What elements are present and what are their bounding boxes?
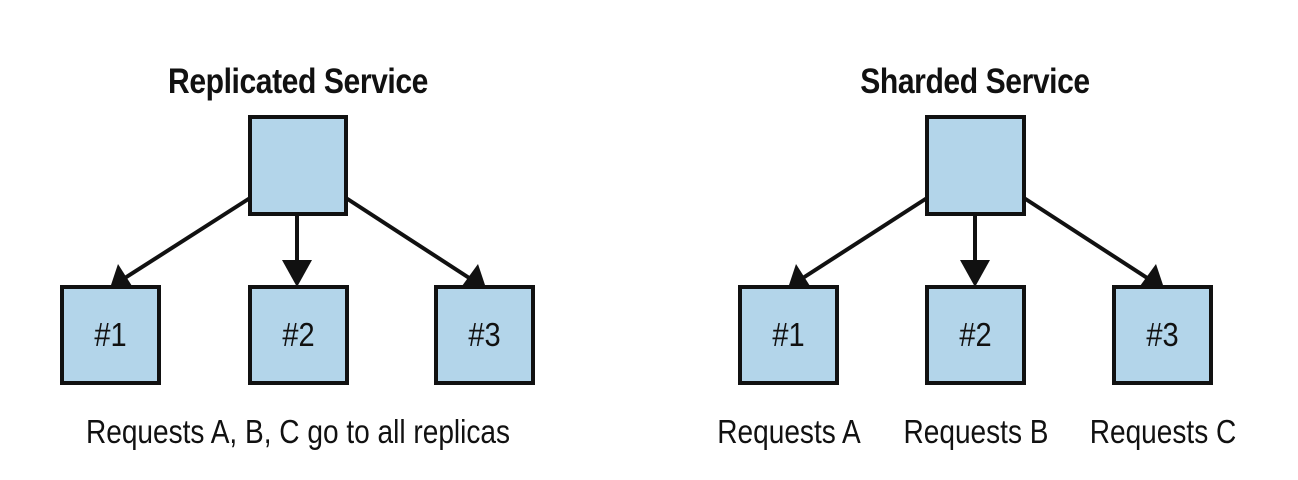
shard-3-caption: Requests C: [1089, 413, 1237, 450]
replicated-caption: Requests A, B, C go to all replicas: [85, 413, 511, 450]
replica-2-box: #2: [248, 285, 349, 385]
shard-2-label: #2: [959, 316, 992, 353]
replica-3-label: #3: [468, 316, 501, 353]
replica-1-box: #1: [60, 285, 161, 385]
shard-2-box: #2: [925, 285, 1026, 385]
arrow-sharded-to-shard-3: [1022, 196, 1160, 287]
shard-3-box: #3: [1112, 285, 1213, 385]
shard-1-box: #1: [738, 285, 839, 385]
replicated-service-box: [248, 115, 348, 216]
arrow-replicated-to-replica-1: [112, 196, 252, 287]
sharded-arrows: [788, 196, 1164, 288]
replicated-arrows: [110, 196, 486, 288]
arrow-replicated-to-replica-3: [344, 196, 482, 287]
sharded-service-title: Sharded Service: [860, 62, 1090, 101]
arrow-sharded-to-shard-1: [790, 196, 929, 287]
arrowhead-sharded-2: [960, 260, 990, 287]
shard-3-label: #3: [1146, 316, 1179, 353]
arrowhead-replicated-2: [282, 260, 312, 287]
sharded-service-box: [925, 115, 1026, 216]
shard-2-caption: Requests B: [903, 413, 1049, 450]
arrowhead-replicated-3: [462, 264, 486, 288]
shard-1-caption: Requests A: [717, 413, 861, 450]
arrowhead-sharded-3: [1140, 264, 1164, 288]
arrowhead-sharded-1: [788, 264, 810, 288]
arrowhead-replicated-1: [110, 264, 132, 288]
replica-3-box: #3: [434, 285, 535, 385]
replicated-service-title: Replicated Service: [168, 62, 428, 101]
replica-1-label: #1: [94, 316, 127, 353]
shard-1-label: #1: [772, 316, 805, 353]
replica-2-label: #2: [282, 316, 315, 353]
